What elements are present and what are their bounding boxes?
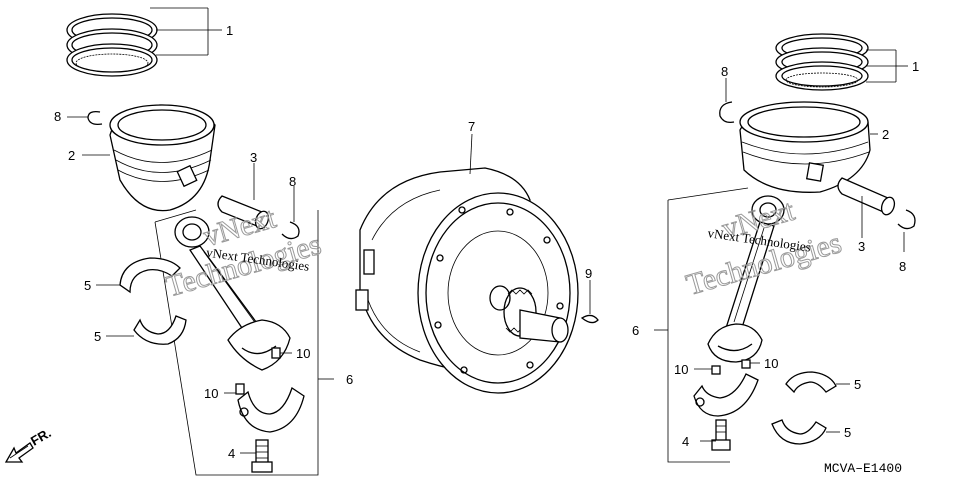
left-bolt [251,439,273,473]
left-piston [109,104,216,212]
crankshaft-key [580,314,599,324]
front-arrow-icon [4,442,34,463]
right-clip-top [719,101,735,124]
callout-left-bearing-upper: 5 [84,278,91,293]
right-nut-b [741,359,751,369]
right-piston-ring-set [775,33,869,91]
right-bearing-upper [785,371,837,394]
callout-left-piston: 2 [68,148,75,163]
callout-left-ring: 1 [226,23,233,38]
callout-right-nut-a: 10 [674,362,688,377]
leader-lines [67,78,905,454]
right-conrod [707,195,785,363]
callout-right-bolt: 4 [682,434,689,449]
callout-right-bearing-lower: 5 [844,425,851,440]
left-clip-right [281,221,300,240]
diagram-code: MCVA–E1400 [824,461,902,476]
callout-crankshaft: 7 [468,119,475,134]
callout-left-nut-a: 10 [296,346,310,361]
right-ring-callout-bracket [866,49,908,83]
callout-right-bearing-upper: 5 [854,377,861,392]
right-conrod-bracket [654,187,749,463]
left-piston-pin [217,195,270,230]
callout-right-clip-top: 8 [721,64,728,79]
left-rod-cap [237,386,305,433]
right-piston [739,101,871,193]
right-bolt [711,419,731,451]
callout-left-conrod: 6 [346,372,353,387]
left-ring-callout-bracket [150,7,222,56]
right-piston-pin [837,177,896,216]
callout-right-pin: 3 [858,239,865,254]
callout-right-nut-b: 10 [764,356,778,371]
callout-key: 9 [585,266,592,281]
callout-left-nut-b: 10 [204,386,218,401]
callout-left-pin: 3 [250,150,257,165]
right-rod-cap [693,373,759,417]
callout-right-conrod: 6 [632,323,639,338]
left-nut-a [271,347,281,359]
left-nut-b [235,383,245,395]
callout-right-clip-right: 8 [899,259,906,274]
right-bearing-lower [771,419,827,445]
right-nut-a [711,365,721,375]
left-conrod-bracket [154,209,334,476]
callout-right-piston: 2 [882,127,889,142]
callout-right-ring: 1 [912,59,919,74]
callout-left-clip-right: 8 [289,174,296,189]
left-bearing-upper [119,257,181,294]
left-piston-ring-set [66,13,158,77]
callout-left-bolt: 4 [228,446,235,461]
crankshaft-assembly [355,167,579,394]
callout-left-bearing-lower: 5 [94,329,101,344]
right-clip-right [897,209,916,230]
left-clip-top [87,110,103,126]
callout-left-clip-top: 8 [54,109,61,124]
left-bearing-lower [133,315,187,345]
